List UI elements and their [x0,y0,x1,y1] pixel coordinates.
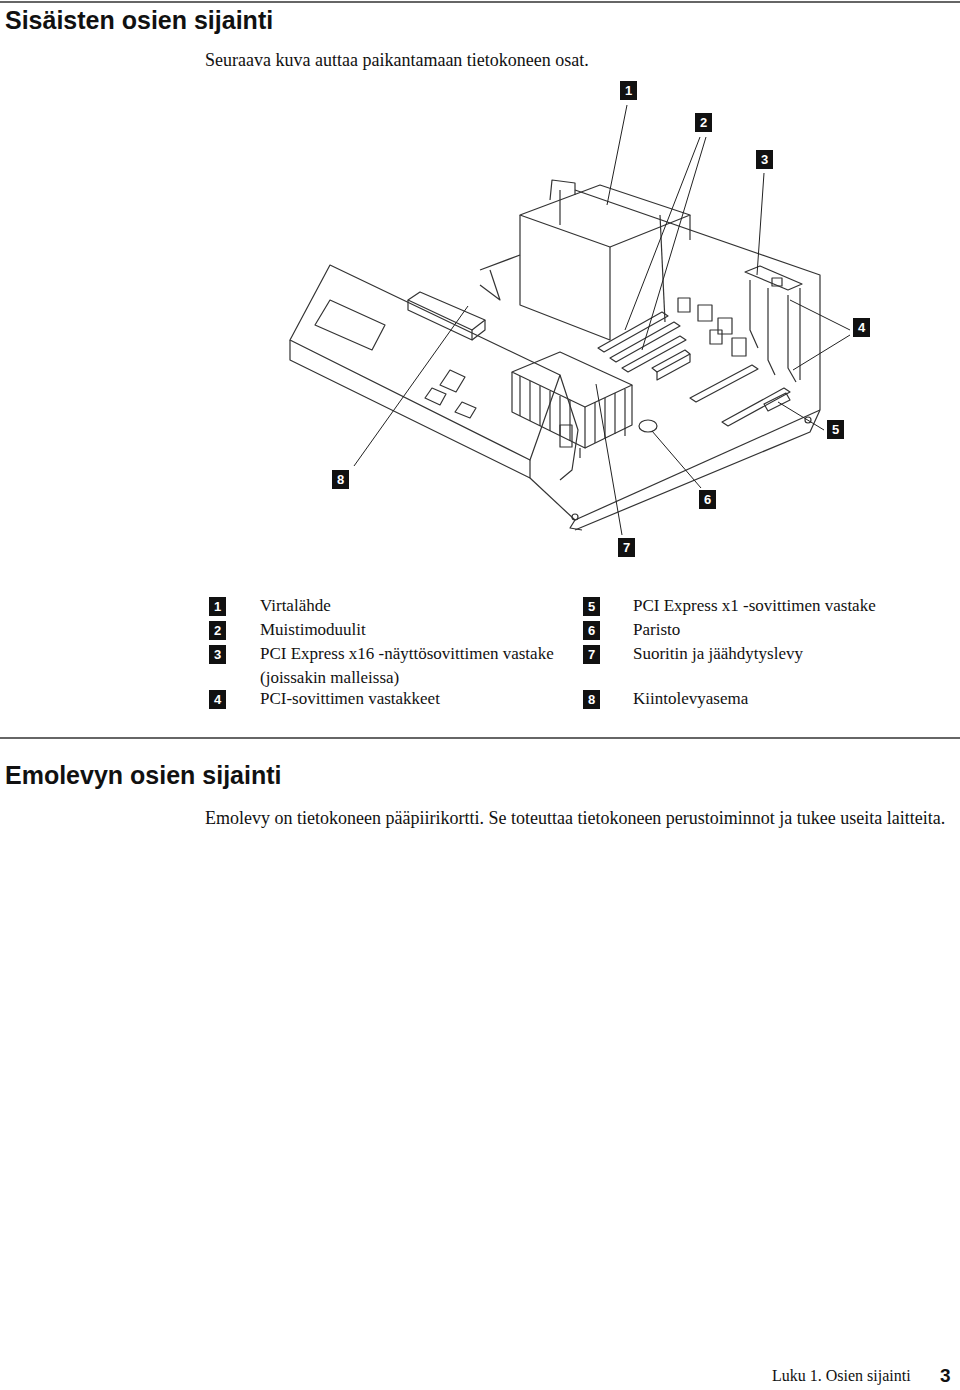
hard-disk-drive [408,292,485,340]
key-text: PCI-sovittimen vastakkeet [260,687,560,711]
key-text: Muistimoduulit [260,618,560,642]
callout-number: 6 [583,621,600,640]
intro-text: Seuraava kuva auttaa paikantamaan tietok… [205,48,925,72]
callout-number: 4 [209,690,226,709]
key-text: Suoritin ja jäähdytyslevy [633,642,953,666]
key-text: Virtalähde [260,594,560,618]
page-rule [0,737,960,739]
power-supply [520,185,690,340]
callout-number: 1 [209,597,226,616]
pci-slots [690,266,802,426]
callout-number: 3 [756,150,773,169]
callout-number: 2 [695,113,712,132]
page-number: 3 [940,1366,951,1386]
footer-text: Luku 1. Osien sijainti [772,1366,911,1386]
key-text: Kiintolevyasema [633,687,953,711]
page-title: Sisäisten osien sijainti [5,5,273,35]
key-text: Paristo [633,618,953,642]
callout-number: 7 [618,538,635,557]
key-text: PCI Express x16 -näyttösovittimen vastak… [260,642,555,690]
battery [639,420,657,432]
callout-number: 6 [699,490,716,509]
callout-number: 8 [332,470,349,489]
callout-number: 8 [583,690,600,709]
key-text: PCI Express x1 -sovittimen vastake [633,594,953,618]
front-bezel [290,265,578,520]
chassis [480,180,820,530]
callout-number: 5 [827,420,844,439]
callout-number: 2 [209,621,226,640]
board-components [652,298,746,380]
heat-sink [512,352,632,458]
page-rule [0,1,960,3]
callout-number: 1 [620,81,637,100]
callout-number: 3 [209,645,226,664]
callout-number: 5 [583,597,600,616]
callout-number: 7 [583,645,600,664]
section-heading: Emolevyn osien sijainti [5,760,281,790]
leader-lines [354,105,850,535]
body-text: Emolevy on tietokoneen pääpiirikortti. S… [205,806,950,830]
callout-number: 4 [853,318,870,337]
